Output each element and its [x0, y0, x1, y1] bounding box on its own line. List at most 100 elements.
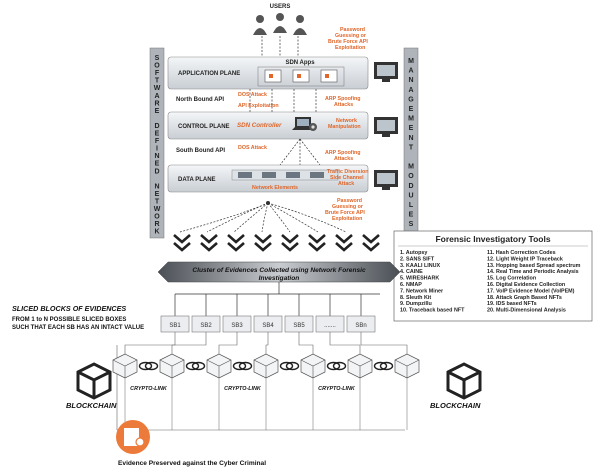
north-bound-links	[249, 89, 317, 112]
chevron-down-icon	[362, 234, 380, 252]
dos-attack-south: DOS Attack	[238, 145, 267, 151]
block-edge	[347, 359, 373, 378]
bar-letter: E	[409, 212, 414, 219]
control-plane-label: CONTROL PLANE	[178, 124, 230, 130]
bar-letter: U	[408, 192, 413, 199]
chevron-down-icon	[227, 234, 245, 252]
traffic-diversion: Traffic Diversion	[327, 169, 369, 175]
bar-letter: E	[409, 125, 414, 132]
tool-item: 10. Traceback based NFT	[400, 308, 465, 314]
switch-icon	[286, 172, 300, 178]
block-feed-line	[329, 332, 361, 355]
bar-letter: A	[408, 68, 413, 75]
blockchain-right-label: BLOCKCHAIN	[430, 401, 481, 410]
chain-link-icon	[238, 361, 253, 371]
network-elements-strip	[231, 169, 339, 181]
arp-spoofing-upper: Attacks	[334, 102, 353, 108]
bar-letter: E	[155, 161, 160, 168]
chain-link-icon	[279, 361, 294, 371]
crypto-link-label: CRYPTO-LINK	[130, 386, 168, 392]
block-edge	[159, 359, 185, 378]
bottom-attack-line: Password	[337, 198, 362, 204]
tool-item: 16. Digital Evidence Collection	[487, 282, 565, 288]
bar-letter: D	[154, 168, 159, 175]
sdn-controller-label: SDN Controller	[237, 122, 282, 129]
chain-link-icon	[326, 361, 341, 371]
forensic-tools-title: Forensic Investigatory Tools	[435, 234, 550, 244]
bar-letter: F	[155, 70, 160, 77]
bar-letter: O	[154, 63, 160, 70]
south-bound-api-label: South Bound API	[176, 148, 225, 154]
monitor-icon	[374, 117, 398, 137]
tool-item: 19. IDS based NFTs	[487, 301, 537, 307]
dos-attack-north: DOS Attack	[238, 92, 267, 98]
bar-letter: A	[408, 87, 413, 94]
user-links	[261, 36, 299, 58]
sliced-blocks-desc: FROM 1 to N POSSIBLE SLICED BOXES	[12, 317, 126, 323]
tool-item: 15. Log Correlation	[487, 276, 536, 282]
top-attack-line: Password	[340, 27, 365, 33]
block-feed-line	[360, 332, 408, 355]
bar-letter: D	[154, 123, 159, 130]
tool-item: 13. Hopping based Spread spectrum	[487, 263, 581, 269]
evidence-certificate-icon	[116, 420, 150, 454]
switch-icon	[262, 172, 276, 178]
network-elements-label: Network Elements	[252, 185, 298, 191]
tool-item: 6. NMAP	[400, 282, 422, 288]
tool-item: 14. Real Time and Periodic Analysis	[487, 269, 579, 275]
chain-link-icon	[138, 361, 153, 371]
bar-letter: T	[155, 198, 160, 205]
tool-item: 4. CAINE	[400, 269, 423, 275]
tool-item: 17. VoIP Evidence Model (VoIPEM)	[487, 288, 575, 294]
bar-letter: E	[155, 108, 160, 115]
cluster-line1: Cluster of Evidences Collected using Net…	[192, 267, 366, 274]
chevron-down-icons	[173, 234, 380, 252]
arp-spoofing-upper: ARP Spoofing	[325, 96, 361, 102]
sliced-box-label: .......	[324, 323, 336, 329]
application-plane-label: APPLICATION PLANE	[178, 71, 240, 77]
block-edge	[112, 359, 138, 378]
blockchain-left-label: BLOCKCHAIN	[66, 401, 117, 410]
evidence-fan-out	[179, 202, 347, 233]
switch-icon	[238, 172, 252, 178]
sliced-box-label: SB1	[169, 323, 181, 329]
bottom-attack-line: Exploitation	[332, 216, 362, 222]
chain-link-icon	[185, 361, 200, 371]
tool-item: 8. Sleuth Kit	[400, 295, 431, 301]
bar-letter: L	[409, 202, 414, 209]
block-feed-line	[124, 332, 176, 355]
evidence-preserved-label: Evidence Preserved against the Cyber Cri…	[118, 460, 266, 467]
sliced-box-label: SBn	[355, 323, 366, 329]
users-label: USERS	[270, 4, 291, 10]
bar-letter: E	[155, 191, 160, 198]
tool-item: 12. Light Weight IP Traceback	[487, 256, 563, 262]
api-exploitation-label: API Exploitation	[238, 103, 279, 109]
chain-link-icon	[332, 361, 347, 371]
bar-letter: T	[155, 78, 160, 85]
app-window-icon	[320, 69, 338, 83]
sliced-blocks-desc: SUCH THAT EACH SB HAS AN INTACT VALUE	[12, 325, 144, 331]
tool-item: 20. Multi-Dimensional Analysis	[487, 308, 566, 314]
bar-letter: F	[155, 138, 160, 145]
bar-letter: E	[409, 106, 414, 113]
switch-icon	[310, 172, 324, 178]
sliced-box-label: SB2	[200, 323, 212, 329]
top-attack-line: Guessing or	[335, 33, 366, 39]
network-manipulation: Network	[336, 118, 357, 124]
bar-letter: N	[154, 153, 159, 160]
bar-letter: N	[408, 77, 413, 84]
bottom-attack-line: Brute Force API	[325, 210, 365, 216]
traffic-diversion: Attack	[338, 181, 354, 187]
fan-out-origin	[266, 201, 270, 205]
cluster-banner	[157, 261, 401, 283]
sdn-apps-label: SDN Apps	[285, 60, 315, 66]
app-window-icon	[264, 69, 282, 83]
laptop-icon	[292, 117, 314, 130]
user-icon	[273, 13, 287, 33]
